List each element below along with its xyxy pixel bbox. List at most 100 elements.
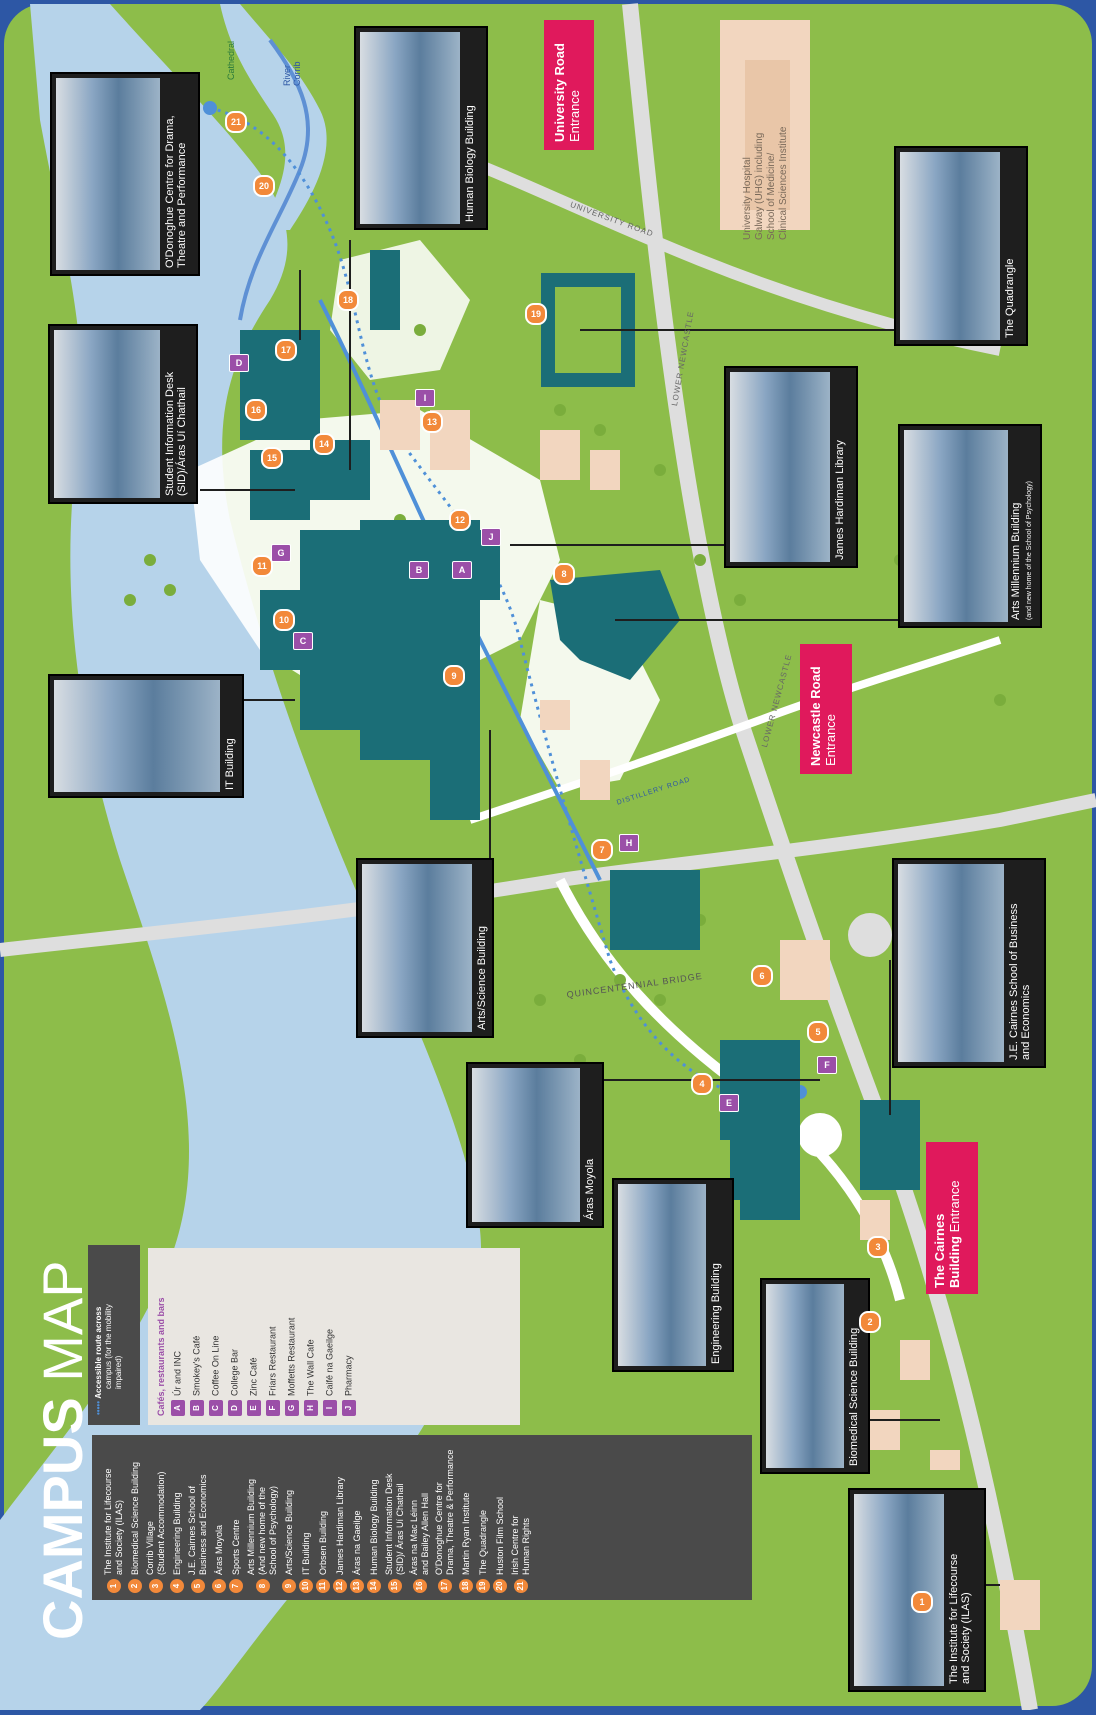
- building-number-badge: 7: [229, 1579, 243, 1593]
- map-marker-19[interactable]: 19: [525, 303, 547, 325]
- building-number-badge: 1: [107, 1579, 121, 1593]
- map-marker-18[interactable]: 18: [337, 289, 359, 311]
- map-marker-12[interactable]: 12: [449, 509, 471, 531]
- callout-quadrangle-label: The Quadrangle: [1004, 258, 1016, 339]
- building-name-line: The Quadrangle: [477, 1509, 488, 1575]
- cafe-name: Moffetts Restaurant: [286, 1317, 297, 1396]
- map-marker-7[interactable]: 7: [591, 839, 613, 861]
- building-list-item: 10 IT Building: [299, 1450, 313, 1593]
- building-name-line: Arts Millennium Building: [246, 1478, 256, 1575]
- building-name-line: IT Building: [300, 1532, 311, 1575]
- callout-biomedical: Biomedical Science Building: [760, 1278, 870, 1474]
- callout-hardiman: James Hardiman Library: [724, 366, 858, 568]
- cafe-marker-h[interactable]: H: [619, 834, 639, 852]
- map-marker-1[interactable]: 1: [911, 1591, 933, 1613]
- cafe-name: The Wall Cafe: [305, 1339, 316, 1396]
- building-name-line: Orbsen Building: [317, 1510, 328, 1575]
- building-name-line: and Bailey Allen Hall: [420, 1492, 430, 1575]
- cafe-marker-e[interactable]: E: [719, 1094, 739, 1112]
- cafe-code-badge: H: [304, 1400, 318, 1416]
- cafe-name: Friars Restaurant: [267, 1326, 278, 1396]
- callout-quadrangle: The Quadrangle: [894, 146, 1028, 346]
- callout-ilas: The Institute for Lifecourse and Society…: [848, 1488, 986, 1692]
- building-name-line: Martin Ryan Institute: [460, 1492, 471, 1575]
- cairnes-entrance-bold1: The Cairnes: [932, 1213, 947, 1288]
- cafe-marker-i[interactable]: I: [415, 389, 435, 407]
- cafe-marker-j[interactable]: J: [481, 528, 501, 546]
- accessible-line2: campus (for the mobility: [104, 1304, 113, 1389]
- map-marker-15[interactable]: 15: [261, 447, 283, 469]
- building-name-line: Áras Moyola: [213, 1524, 224, 1575]
- building-number-badge: 5: [191, 1579, 205, 1593]
- callout-cairnes-label: J.E. Cairnes School of Business and Econ…: [1008, 903, 1032, 1060]
- callout-sid-label: Student Information Desk (SID)/Áras Uí C…: [164, 371, 188, 496]
- building-list-item: 8 Arts Millennium Building(And new home o…: [246, 1450, 279, 1593]
- university-entrance-sub: Entrance: [567, 89, 582, 142]
- building-name-line: Human Biology Building: [368, 1479, 379, 1575]
- cafe-item: JPharmacy: [342, 1297, 356, 1416]
- cafe-item: EZinc Café: [247, 1297, 261, 1416]
- map-marker-20[interactable]: 20: [253, 175, 275, 197]
- building-number-badge: 16: [413, 1579, 427, 1593]
- cafe-code-badge: F: [266, 1400, 280, 1416]
- title-light: MAP: [31, 1260, 94, 1382]
- callout-odonoghue-label: O'Donoghue Centre for Drama, Theatre and…: [164, 115, 188, 268]
- building-name-line: Arts/Science Building: [283, 1489, 294, 1575]
- building-name-line: Biomedical Science Building: [129, 1461, 140, 1575]
- cafe-marker-a[interactable]: A: [452, 561, 472, 579]
- newcastle-road-entrance: Newcastle Road Entrance: [800, 644, 852, 774]
- lower-newcastle-road: [622, 3, 1038, 1712]
- map-marker-11[interactable]: 11: [251, 555, 273, 577]
- accessible-route-path: [209, 106, 761, 1102]
- cafe-marker-d[interactable]: D: [229, 354, 249, 372]
- cafe-marker-c[interactable]: C: [293, 632, 313, 650]
- callout-sid: Student Information Desk (SID)/Áras Uí C…: [48, 324, 198, 504]
- callout-human-biology: Human Biology Building: [354, 26, 488, 230]
- map-marker-5[interactable]: 5: [807, 1021, 829, 1043]
- building-number-badge: 8: [255, 1579, 270, 1593]
- callout-moyola: Áras Moyola: [466, 1062, 604, 1228]
- map-marker-14[interactable]: 14: [313, 433, 335, 455]
- building-number-badge: 4: [170, 1579, 184, 1593]
- building-name-line: O'Donoghue Centre for: [434, 1482, 444, 1575]
- building-number-badge: 14: [367, 1579, 381, 1593]
- cafe-marker-b[interactable]: B: [409, 561, 429, 579]
- map-marker-13[interactable]: 13: [421, 411, 443, 433]
- building-number-badge: 10: [299, 1579, 313, 1593]
- cafe-code-badge: A: [171, 1400, 185, 1416]
- map-marker-21[interactable]: 21: [225, 111, 247, 133]
- building-name-line: (And new home of the: [257, 1486, 267, 1575]
- map-marker-10[interactable]: 10: [273, 609, 295, 631]
- map-marker-9[interactable]: 9: [443, 665, 465, 687]
- map-marker-2[interactable]: 2: [859, 1311, 881, 1333]
- building-number-badge: 13: [350, 1579, 364, 1593]
- building-number-badge: 15: [388, 1579, 402, 1593]
- map-marker-3[interactable]: 3: [867, 1236, 889, 1258]
- map-marker-8[interactable]: 8: [553, 563, 575, 585]
- accessible-line1: Accessible route across: [94, 1306, 103, 1399]
- map-marker-16[interactable]: 16: [245, 399, 267, 421]
- callout-it-label: IT Building: [224, 738, 236, 790]
- cairnes-entrance-sub: Entrance: [947, 1180, 962, 1233]
- building-number-badge: 3: [149, 1579, 163, 1593]
- cafe-marker-f[interactable]: F: [817, 1056, 837, 1074]
- quincentennial-bridge: [0, 793, 1096, 957]
- map-marker-6[interactable]: 6: [751, 965, 773, 987]
- newcastle-entrance-bold: Newcastle Road: [808, 666, 823, 766]
- building-number-badge: 11: [316, 1579, 330, 1593]
- map-marker-17[interactable]: 17: [275, 339, 297, 361]
- cafe-marker-g[interactable]: G: [271, 544, 291, 562]
- building-number-badge: 19: [476, 1579, 490, 1593]
- map-marker-4[interactable]: 4: [691, 1073, 713, 1095]
- cafe-item: DCollege Bar: [228, 1297, 242, 1416]
- cafe-item: ICaifé na Gaeilge: [323, 1297, 337, 1416]
- martin-ryan-institute: [370, 250, 400, 330]
- accessible-route-legend: ••••• Accessible route across campus (fo…: [88, 1245, 140, 1425]
